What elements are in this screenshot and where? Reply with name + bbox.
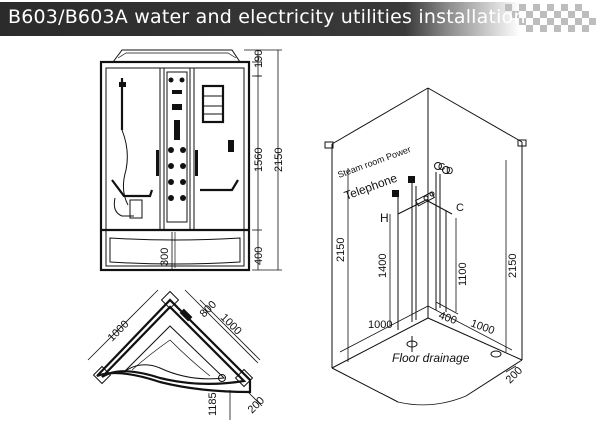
title-bar — [0, 2, 596, 36]
dim-iso-height-left: 2150 — [335, 238, 347, 262]
label-d: D — [446, 166, 453, 177]
dim-front-tray: 300 — [159, 248, 171, 266]
dim-front-base: 400 — [253, 247, 265, 265]
plan-view: 1000 1000 800 1185 200 — [87, 289, 267, 420]
cabin-outline — [99, 60, 251, 272]
shower-column — [166, 71, 188, 223]
dim-iso-1400: 1400 — [377, 254, 389, 278]
dim-iso-1100: 1100 — [457, 262, 469, 286]
dim-plan-door: 800 — [198, 299, 219, 320]
dim-plan-left: 1000 — [106, 318, 132, 344]
cabin-roof — [112, 49, 241, 63]
ladder-rack — [201, 84, 225, 124]
dim-iso-400: 400 — [437, 310, 458, 328]
label-c-upper: C — [438, 162, 445, 173]
front-view: 190 1560 2150 400 300 — [99, 49, 285, 272]
label-h: H — [380, 211, 389, 225]
dim-front-middle: 1560 — [253, 148, 265, 172]
label-steam-room-power: Steam room Power — [336, 144, 412, 180]
dim-plan-depth: 1185 — [207, 392, 219, 416]
tray-outline — [101, 305, 247, 385]
dim-plan-drain: 200 — [246, 395, 267, 416]
label-c-right: C — [456, 202, 464, 214]
dim-plan-right: 1000 — [218, 312, 244, 338]
drain-point — [218, 374, 226, 382]
outlet-c-upper — [434, 162, 442, 170]
tray-basin — [123, 325, 226, 380]
dim-front-total: 2150 — [273, 148, 285, 172]
dim-iso-floor-left: 1000 — [368, 319, 392, 331]
tray-front — [109, 237, 241, 265]
outlet-d — [442, 166, 450, 174]
iso-view: Steam room Power Telephone H C D C 2150 … — [324, 87, 527, 406]
dim-iso-height-right: 2150 — [507, 254, 519, 278]
page-title: B603/B603A water and electricity utiliti… — [8, 6, 526, 28]
dim-front-top: 190 — [253, 50, 265, 68]
seat-left — [111, 179, 154, 198]
checker-pattern — [505, 4, 596, 32]
seat-right — [200, 179, 239, 192]
title-background — [0, 2, 520, 36]
dim-iso-200: 200 — [504, 365, 525, 386]
label-floor-drainage: Floor drainage — [392, 351, 470, 365]
